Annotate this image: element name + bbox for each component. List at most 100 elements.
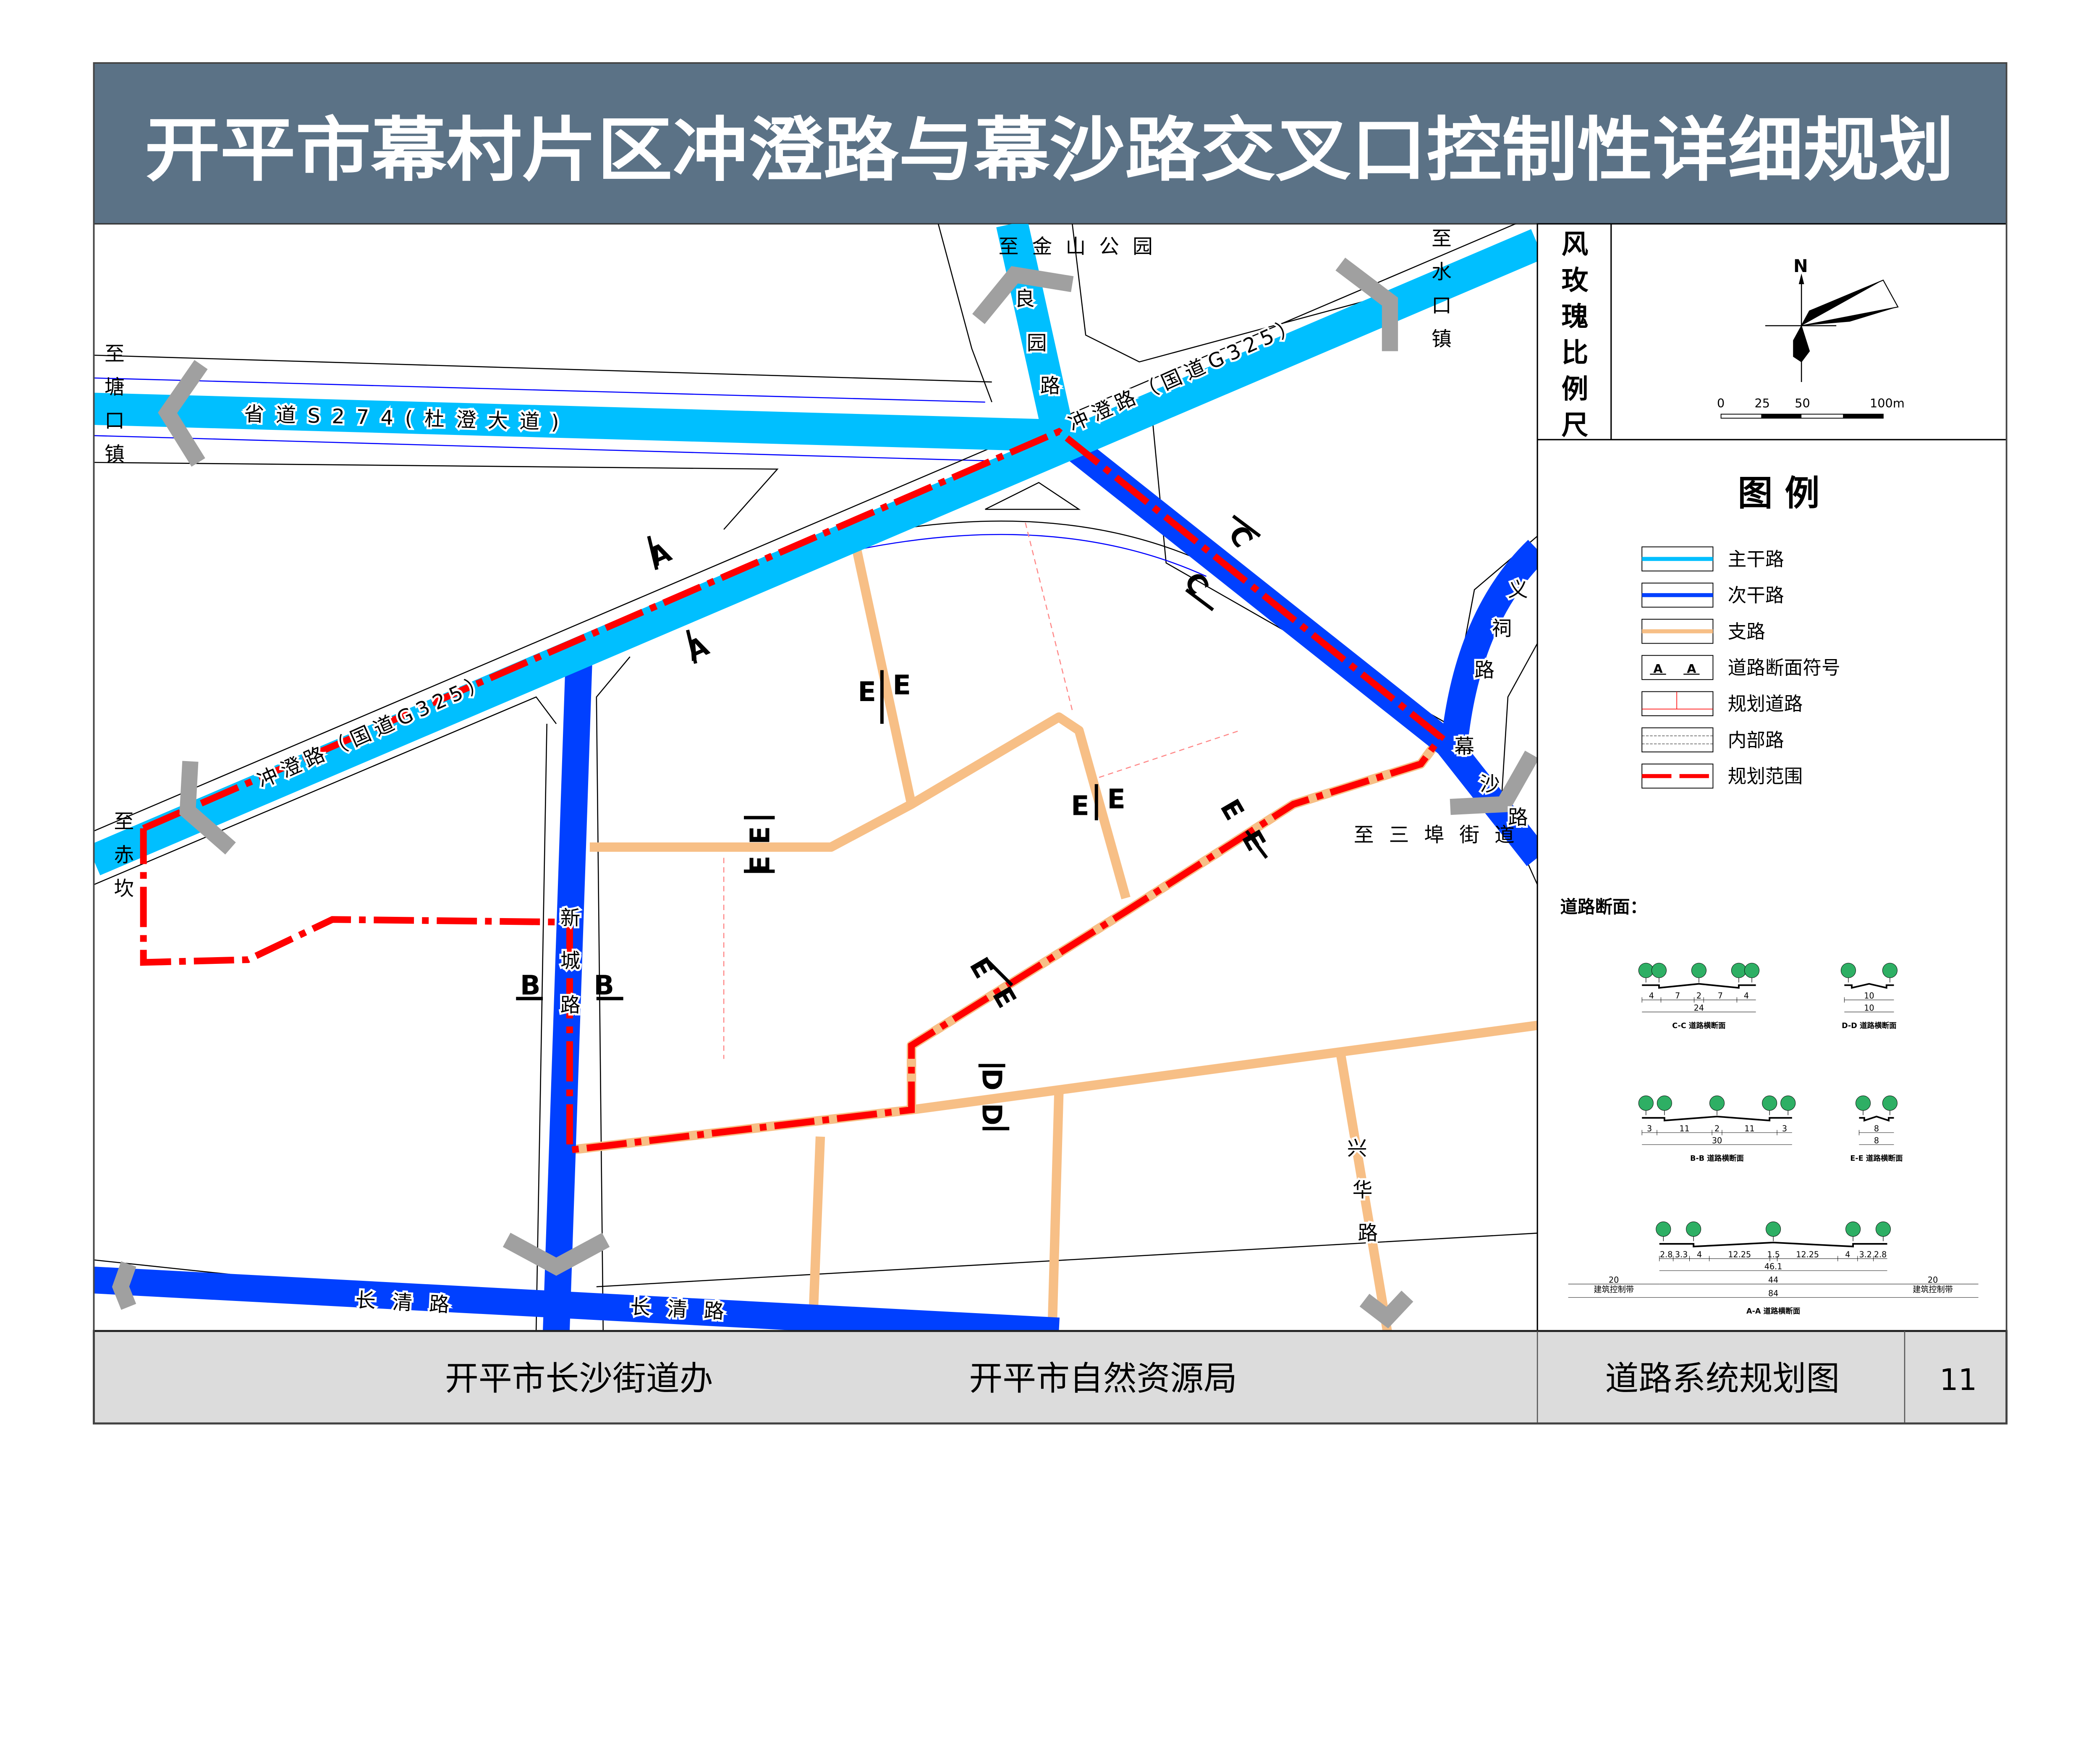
wind-rose-scale-label: 风 玫 瑰 比 例 尺 [1562,229,1589,441]
side-label: 建筑控制带 [1594,1285,1634,1294]
section-dim: 3.2 [1859,1250,1871,1259]
primary-roads [94,224,1538,876]
road-profile [1859,1115,1894,1122]
section-marker-e: E [1107,784,1125,815]
tree-icon [1875,1221,1891,1237]
tree-icon [1656,1221,1671,1237]
road-label-char: 路 [1040,375,1060,398]
road-label-char: 路 [1358,1222,1378,1245]
destination-chikan: 至 赤 坎 [114,810,134,900]
section-marker-e: E [745,826,776,845]
arrow-icon [1335,257,1398,351]
legend-label: 规划范围 [1728,766,1803,788]
north-label: N [1793,256,1808,276]
legend-label: 支路 [1728,621,1765,643]
arrow-icon [1450,751,1538,815]
section-dim: 2.8 [1660,1250,1672,1259]
tree-icon [1744,963,1760,978]
tree-icon [1691,963,1706,978]
scale-tick-label: 100m [1870,396,1905,411]
section-total: 24 [1694,1003,1704,1013]
road-label-char: 新 [560,907,581,930]
section-title: B-B 道路横断面 [1690,1154,1744,1163]
section-total: 44 [1768,1275,1778,1285]
legend-item-planned: 规划道路 [1641,691,1803,716]
destination-char: 至 [114,810,134,833]
arrow-icon [972,266,1074,325]
title-bar: 开平市幕村片区冲澄路与幕沙路交叉口控制性详细规划 [93,62,2007,225]
road-label-changqing-1: 长清路 [355,1289,450,1317]
cross-section: 8 8E-E 道路横断面 [1850,1095,1903,1163]
arrow-icon [112,1261,136,1310]
road-label-char: 路 [1508,806,1528,830]
scale-tick-label: 0 [1717,396,1725,411]
destination-tangkou: 至 塘 口 镇 [105,343,125,466]
wind-rose: N [1765,256,1899,382]
section-dim: 7 [1718,991,1723,1001]
scale-tick-label: 25 [1754,396,1770,411]
destination-char: 坎 [114,877,134,900]
section-marker-b: B [520,970,541,1001]
direction-arrows [112,257,1538,1329]
section-title: A-A 道路横断面 [1746,1307,1800,1316]
label-char: 玫 [1562,265,1589,296]
section-dim: 2 [1696,991,1701,1001]
road-label-char: 兴 [1347,1137,1367,1160]
destination-char: 塘 [105,376,125,399]
label-char: 例 [1562,374,1589,405]
destination-char: 至 [105,343,125,366]
section-dim: 8 [1874,1124,1879,1133]
section-title: C-C 道路横断面 [1672,1021,1725,1030]
tree-icon [1638,963,1654,978]
road-label-char: 义 [1508,578,1528,602]
section-dim: 10 [1864,991,1874,1001]
section-title: E-E 道路横断面 [1850,1154,1903,1163]
section-total: 84 [1768,1288,1778,1298]
road-label-char: 路 [1474,659,1494,682]
legend-swatch [1641,655,1714,680]
section-dim: 12.25 [1796,1250,1819,1259]
destination-char: 口 [105,410,125,433]
road-label-char: 祠 [1492,617,1512,640]
road-label-char: 沙 [1480,773,1500,796]
section-marker-d: D [976,1068,1007,1091]
arrow-icon [503,1233,610,1276]
sections-heading: 道路断面： [1560,896,1647,917]
label-char: 瑰 [1562,301,1589,332]
section-total: 10 [1864,1003,1874,1013]
destination-char: 口 [1432,294,1452,317]
destination-char: 镇 [105,443,125,466]
legend-item-secondary: 次干路 [1641,582,1784,608]
tree-icon [1856,1095,1871,1111]
footer-org-2: 开平市自然资源局 [969,1359,1237,1398]
legend-label: 主干路 [1728,548,1784,570]
road-label-char: 城 [560,950,581,973]
scale-tick-label: 50 [1795,396,1810,411]
legend-label: 次干路 [1728,585,1784,607]
road-profile [1642,983,1756,989]
tree-icon [1686,1221,1701,1237]
section-total: 30 [1712,1136,1722,1145]
legend-item-branch: 支路 [1641,619,1765,644]
road-profile [1642,1115,1792,1122]
label-char: 尺 [1562,410,1589,441]
tree-icon [1882,1095,1897,1111]
section-dim: 7 [1675,991,1680,1001]
scale-bar: 0 25 50 100m [1717,396,1905,419]
tree-icon [1845,1221,1861,1237]
section-symbol-letter: A [1687,662,1696,676]
legend-item-internal: 内部路 [1641,727,1784,753]
destination-char: 赤 [114,844,134,867]
section-dim: 3.3 [1675,1250,1688,1259]
section-total: 8 [1874,1136,1879,1145]
road-label-xincheng: 新 城 路 [558,905,582,1019]
arrow-icon [1359,1290,1413,1329]
side-label: 建筑控制带 [1913,1285,1953,1294]
planning-sheet: 开平市幕村片区冲澄路与幕沙路交叉口控制性详细规划 [93,62,2008,1425]
section-dim: 3 [1782,1124,1787,1133]
